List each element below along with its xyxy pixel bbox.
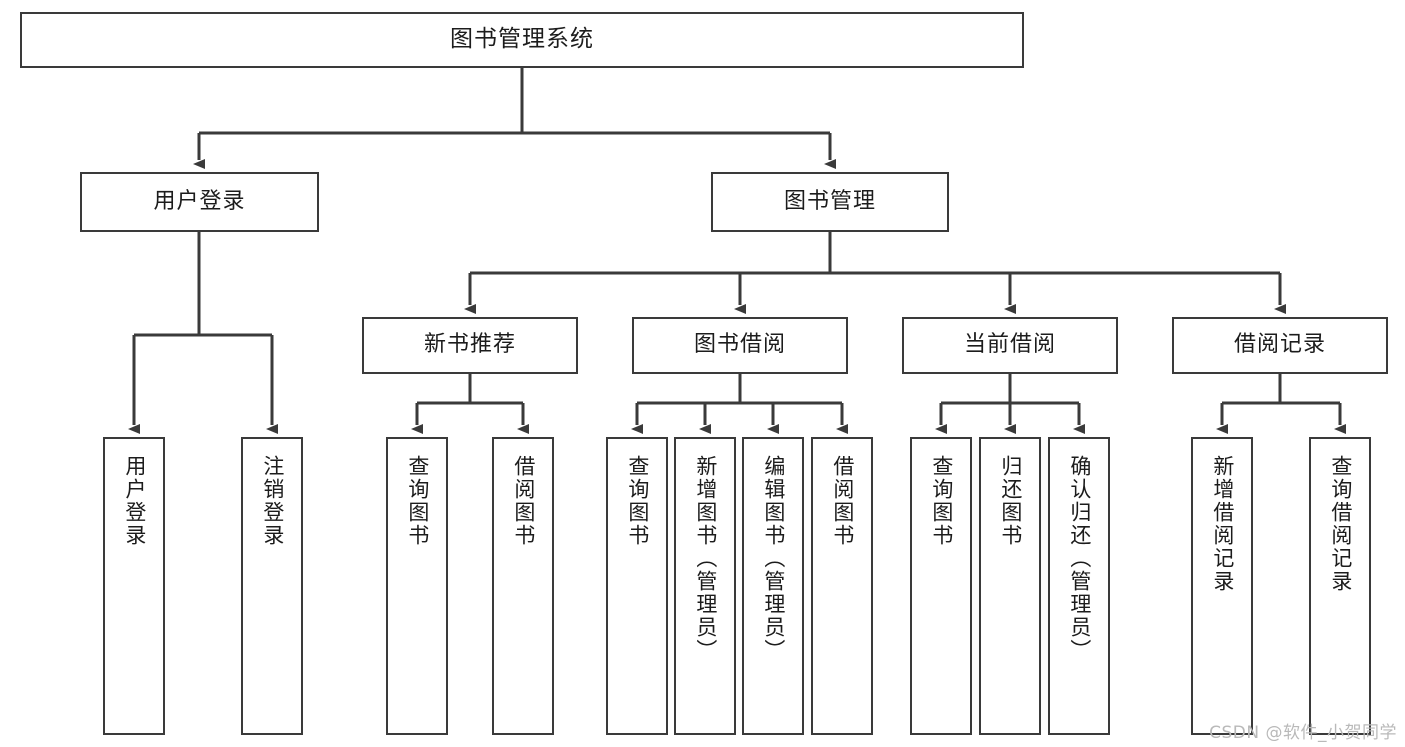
node-current-borrow[interactable]: 当前借阅 (902, 317, 1118, 374)
node-root[interactable]: 图书管理系统 (20, 12, 1024, 68)
leaf-query-record[interactable]: 查询借阅记录 (1309, 437, 1371, 735)
node-book-manage-label: 图书管理 (783, 188, 876, 214)
leaf-query-book-2-label: 查询图书 (625, 455, 650, 547)
leaf-edit-book-label: 编辑图书（管理员） (761, 455, 786, 662)
node-borrow-record[interactable]: 借阅记录 (1172, 317, 1388, 374)
leaf-borrow-book-1-label: 借阅图书 (511, 455, 536, 547)
csdn-watermark: CSDN @软件_小贺同学 (1209, 723, 1397, 743)
node-book-manage[interactable]: 图书管理 (711, 172, 949, 232)
node-borrow-record-label: 借阅记录 (1233, 332, 1326, 358)
leaf-borrow-book-2[interactable]: 借阅图书 (811, 437, 873, 735)
leaf-query-book-3[interactable]: 查询图书 (910, 437, 972, 735)
leaf-query-record-label: 查询借阅记录 (1328, 455, 1353, 593)
leaf-user-login[interactable]: 用户登录 (103, 437, 165, 735)
leaf-confirm-return[interactable]: 确认归还（管理员） (1048, 437, 1110, 735)
leaf-confirm-return-label: 确认归还（管理员） (1067, 455, 1092, 662)
leaf-logout-login-label: 注销登录 (260, 455, 285, 547)
leaf-borrow-book-1[interactable]: 借阅图书 (492, 437, 554, 735)
leaf-logout-login[interactable]: 注销登录 (241, 437, 303, 735)
leaf-add-book-label: 新增图书（管理员） (693, 455, 718, 662)
node-user-login-label: 用户登录 (153, 188, 246, 214)
node-new-book-recommend-label: 新书推荐 (423, 332, 516, 358)
leaf-edit-book[interactable]: 编辑图书（管理员） (742, 437, 804, 735)
node-root-label: 图书管理系统 (450, 26, 594, 53)
leaf-add-record[interactable]: 新增借阅记录 (1191, 437, 1253, 735)
leaf-query-book-1-label: 查询图书 (405, 455, 430, 547)
leaf-borrow-book-2-label: 借阅图书 (830, 455, 855, 547)
leaf-query-book-3-label: 查询图书 (929, 455, 954, 547)
node-book-borrow[interactable]: 图书借阅 (632, 317, 848, 374)
node-new-book-recommend[interactable]: 新书推荐 (362, 317, 578, 374)
node-user-login[interactable]: 用户登录 (80, 172, 319, 232)
leaf-user-login-label: 用户登录 (122, 455, 147, 547)
node-current-borrow-label: 当前借阅 (963, 332, 1056, 358)
node-book-borrow-label: 图书借阅 (693, 332, 786, 358)
leaf-query-book-1[interactable]: 查询图书 (386, 437, 448, 735)
leaf-return-book[interactable]: 归还图书 (979, 437, 1041, 735)
leaf-add-book[interactable]: 新增图书（管理员） (674, 437, 736, 735)
leaf-add-record-label: 新增借阅记录 (1210, 455, 1235, 593)
leaf-query-book-2[interactable]: 查询图书 (606, 437, 668, 735)
leaf-return-book-label: 归还图书 (998, 455, 1023, 547)
